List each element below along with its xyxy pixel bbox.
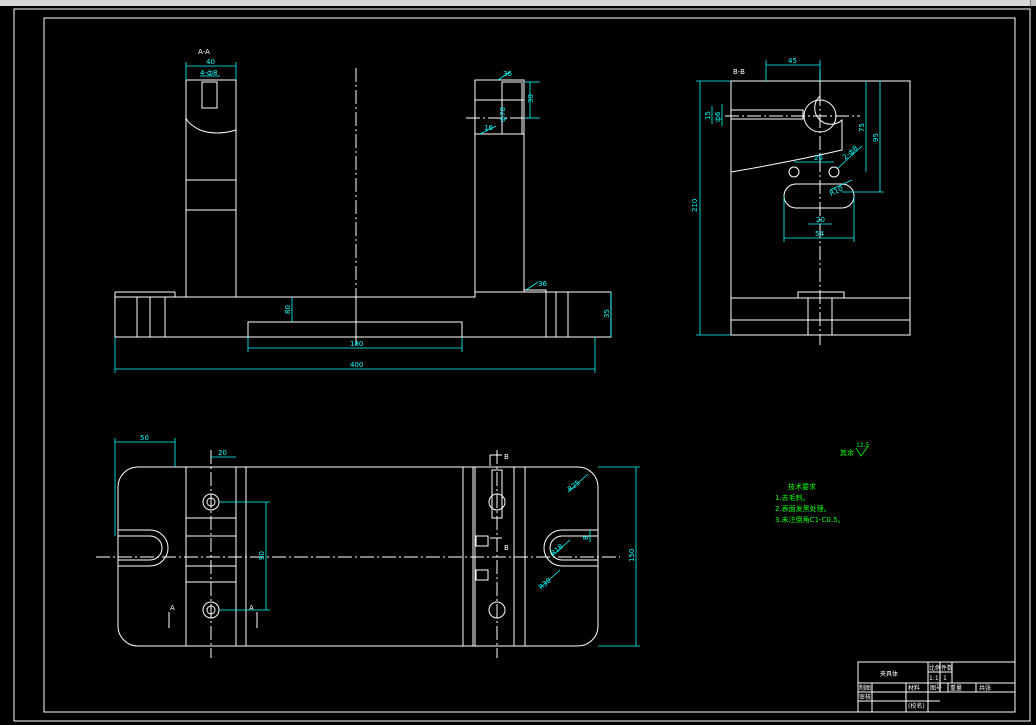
svg-text:35: 35 (603, 309, 611, 318)
svg-text:16: 16 (484, 124, 493, 132)
svg-text:20: 20 (816, 216, 825, 224)
svg-text:2-ф8: 2-ф8 (841, 144, 859, 161)
side-view: B-B 45 210 15 ф6 75 95 26 2-ф8 (691, 57, 911, 345)
svg-text:8: 8 (582, 536, 590, 540)
svg-text:95: 95 (872, 133, 880, 142)
inner-frame (43, 17, 1016, 713)
front-view: A-A 40 4-ф8 30 (114, 48, 612, 373)
svg-text:R10: R10 (828, 185, 844, 198)
svg-text:210: 210 (691, 199, 699, 212)
svg-text:36: 36 (503, 70, 512, 78)
outer-frame (13, 8, 1031, 722)
technical-notes: 技术要求 1.去毛刺。 2.表面发黑处理。 3.未注倒角C1-C0.5。 (775, 482, 845, 524)
section-bb-label: B-B (733, 68, 745, 76)
svg-text:150: 150 (628, 549, 636, 562)
left-upright (185, 79, 237, 298)
part-name: 夹具体 (880, 670, 898, 678)
svg-text:54: 54 (815, 230, 824, 238)
svg-text:20: 20 (218, 449, 227, 457)
svg-text:比例: 比例 (929, 664, 941, 672)
svg-text:ф78: ф78 (499, 107, 507, 122)
roughness-symbol: 其余 12.5 (840, 442, 870, 457)
svg-text:制图: 制图 (859, 684, 871, 692)
svg-text:36: 36 (538, 280, 547, 288)
svg-text:1:1: 1:1 (929, 675, 939, 682)
svg-text:(校名): (校名) (908, 702, 925, 710)
svg-text:材料: 材料 (908, 684, 920, 692)
svg-text:4-ф8: 4-ф8 (200, 69, 217, 77)
window-top-bar (0, 0, 1036, 6)
svg-text:审核: 审核 (859, 693, 871, 701)
svg-text:30: 30 (527, 94, 535, 103)
cad-drawing-canvas[interactable]: A-A 40 4-ф8 30 (0, 6, 1036, 725)
svg-text:件数: 件数 (941, 664, 953, 672)
svg-text:80: 80 (284, 305, 292, 314)
right-upright-hatch (355, 79, 547, 338)
note-item: 1.去毛刺。 (775, 493, 810, 502)
notes-title: 技术要求 (788, 482, 816, 491)
window-tab[interactable] (440, 0, 1031, 6)
plan-outline (117, 466, 599, 647)
svg-text:R25: R25 (566, 479, 582, 494)
svg-text:180: 180 (350, 340, 363, 348)
svg-text:B: B (504, 453, 509, 461)
svg-text:12.5: 12.5 (856, 442, 870, 449)
svg-text:26: 26 (814, 154, 823, 162)
svg-text:A: A (249, 604, 254, 612)
svg-text:400: 400 (350, 361, 363, 369)
note-item: 2.表面发黑处理。 (775, 504, 831, 513)
svg-text:40: 40 (206, 58, 215, 66)
svg-text:1: 1 (943, 675, 947, 682)
title-block: 夹具体 比例 件数 1:1 1 制图 审核 材料 图号 重量 共张 (校名) (857, 661, 1016, 713)
svg-text:ф6: ф6 (714, 111, 722, 122)
svg-text:B: B (504, 544, 509, 552)
pin-hole (201, 81, 218, 109)
svg-text:90: 90 (258, 551, 266, 560)
svg-text:共张: 共张 (979, 684, 991, 692)
svg-text:其余: 其余 (840, 448, 854, 457)
plan-view: B B A A 50 20 90 150 R25 R18 R30 8 (96, 434, 640, 658)
svg-text:50: 50 (140, 434, 149, 442)
section-aa-label: A-A (198, 48, 210, 56)
svg-text:A: A (170, 604, 175, 612)
svg-text:图号: 图号 (930, 685, 942, 692)
svg-text:45: 45 (788, 57, 797, 65)
left-upright-hatch (185, 79, 237, 134)
svg-text:R18: R18 (549, 543, 565, 558)
svg-text:重量: 重量 (950, 684, 962, 692)
note-item: 3.未注倒角C1-C0.5。 (775, 515, 845, 524)
svg-text:15: 15 (704, 111, 712, 120)
svg-text:75: 75 (858, 123, 866, 132)
